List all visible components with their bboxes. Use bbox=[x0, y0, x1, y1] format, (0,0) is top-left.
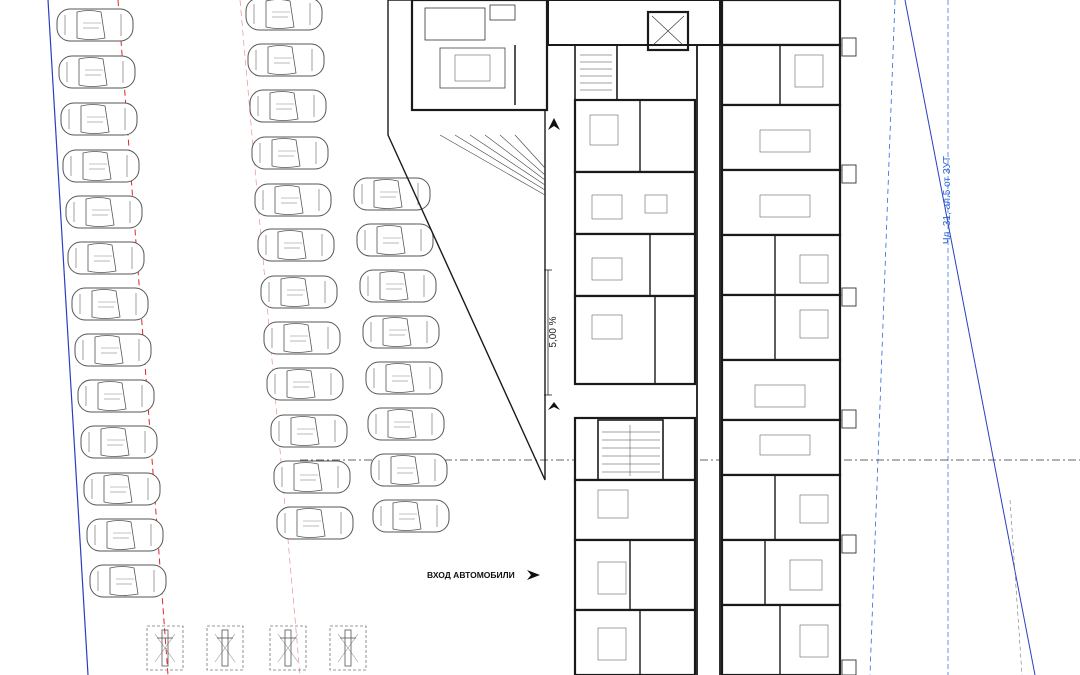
plot-boundary-right bbox=[904, 0, 1036, 675]
staircase-icon bbox=[580, 54, 612, 91]
car-icon bbox=[247, 43, 325, 77]
furniture-right bbox=[754, 54, 829, 658]
car-icon bbox=[89, 564, 167, 598]
car-icon bbox=[370, 453, 448, 487]
corridor bbox=[597, 0, 721, 675]
car-icon bbox=[356, 223, 434, 257]
car-icon bbox=[62, 149, 140, 183]
car-icon bbox=[58, 55, 136, 89]
north-arrow-icon bbox=[548, 118, 560, 130]
car-icon bbox=[263, 321, 341, 355]
car-icon bbox=[77, 379, 155, 413]
building-block-top bbox=[410, 0, 549, 112]
car-icon bbox=[74, 333, 152, 367]
apartments-left bbox=[573, 98, 697, 675]
car-icon bbox=[86, 518, 164, 552]
core-top bbox=[547, 0, 721, 101]
car-icon bbox=[71, 287, 149, 321]
ramp: 5,00 % bbox=[387, 0, 559, 481]
car-icon bbox=[249, 89, 327, 123]
car-icon bbox=[362, 315, 440, 349]
car-icon bbox=[65, 195, 143, 229]
car-icon bbox=[251, 136, 329, 170]
car-icon bbox=[260, 275, 338, 309]
parking-column-2 bbox=[245, 0, 354, 540]
motorcycle-spot bbox=[269, 625, 307, 671]
car-icon bbox=[276, 506, 354, 540]
car-icon bbox=[367, 407, 445, 441]
balconies bbox=[841, 37, 857, 675]
parking-column-1 bbox=[56, 8, 167, 598]
staircase-icon bbox=[602, 425, 660, 476]
setback-line-right bbox=[869, 0, 896, 675]
setback-note: Чл. 31, ал.5 от ЗУТ bbox=[942, 156, 953, 244]
car-icon bbox=[254, 183, 332, 217]
car-icon bbox=[372, 499, 450, 533]
car-icon bbox=[257, 228, 335, 262]
car-icon bbox=[273, 460, 351, 494]
apartments-right bbox=[720, 0, 842, 675]
plot-boundary-left bbox=[47, 0, 89, 675]
setback-line-right-2 bbox=[1009, 499, 1023, 675]
motorcycle-spot bbox=[206, 625, 244, 671]
car-entrance-label: ВХОД АВТОМОБИЛИ bbox=[427, 570, 515, 580]
car-icon bbox=[80, 425, 158, 459]
parking-column-3 bbox=[353, 177, 450, 533]
car-icon bbox=[83, 472, 161, 506]
car-icon bbox=[56, 8, 134, 42]
motorcycle-spot bbox=[329, 625, 367, 671]
car-icon bbox=[67, 241, 145, 275]
car-icon bbox=[266, 367, 344, 401]
furniture-left bbox=[589, 114, 668, 661]
motorcycle-parking bbox=[146, 625, 367, 671]
car-icon bbox=[245, 0, 323, 31]
north-arrow-icon bbox=[548, 402, 560, 410]
car-icon bbox=[365, 361, 443, 395]
ramp-slope-label: 5,00 % bbox=[548, 316, 559, 347]
car-icon bbox=[359, 269, 437, 303]
car-icon bbox=[60, 102, 138, 136]
arrow-right-icon bbox=[527, 570, 540, 580]
car-icon bbox=[353, 177, 431, 211]
car-icon bbox=[270, 414, 348, 448]
